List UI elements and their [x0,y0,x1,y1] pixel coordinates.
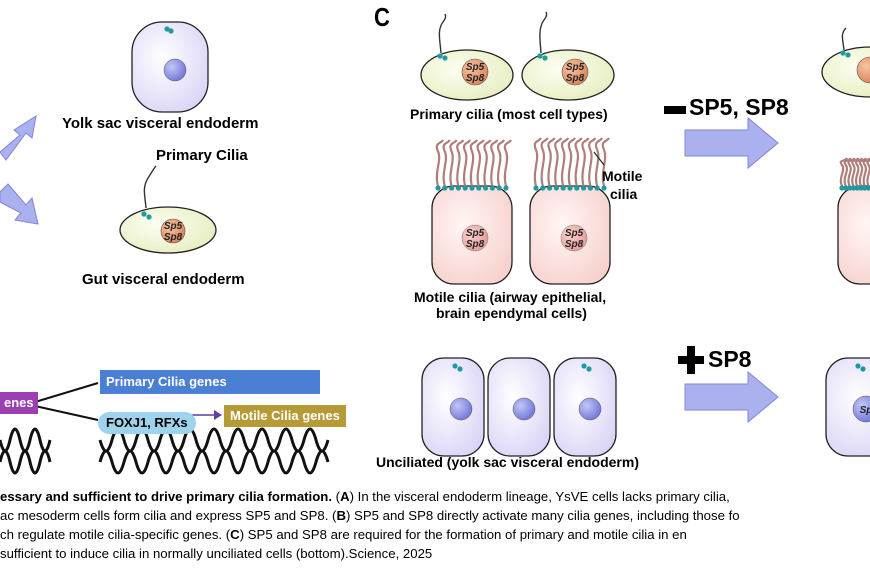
motile-cilium [444,140,450,186]
motile-cilium [464,140,470,186]
basal-body [483,185,488,190]
gut-nucleus-text-2: Sp8 [164,232,183,243]
arrow-minus [685,118,778,168]
result-nucleus-text: Sp [860,405,870,416]
motile-cilium [484,140,490,186]
primary-cell-2-text-2: Sp8 [566,73,585,84]
motile-cilia-bundle-1 [435,140,511,191]
motile-cilium [535,138,541,186]
arrow-to-gut [0,184,38,224]
basal-body [449,185,454,190]
primary-cell-2-text-1: Sp5 [566,62,585,73]
motile-cilium [569,138,575,186]
motile-cilium [437,140,443,186]
primary-cilium [144,166,156,208]
basal-body [540,185,545,190]
motile-caption-2: brain ependymal cells) [436,305,587,321]
motile-cilium [457,140,463,186]
motile-cell-2-text-2: Sp8 [565,239,584,250]
motile-cilia-bundle-2 [533,138,609,191]
minus-sign [664,106,686,114]
genes-box: enes [0,392,38,414]
basal-body [554,185,559,190]
basal-body [588,185,593,190]
motile-cilium [548,138,554,186]
motile-cilium [582,138,588,186]
basal-body [497,185,502,190]
motile-cilium [589,138,595,186]
basal-body [595,185,600,190]
foxj-rfx-box: FOXJ1, RFXs [98,412,196,434]
unciliated-caption: Unciliated (yolk sac visceral endoderm) [376,454,639,470]
basal-body [456,185,461,190]
panel-c-letter: C [374,2,390,33]
motile-caption-1: Motile cilia (airway epithelial, [414,289,606,305]
motile-cilium [471,140,477,186]
basal-body [581,185,586,190]
motile-cilia-bundle-3 [839,158,870,191]
motile-cilium [542,138,548,186]
dna-helix-left [0,429,50,451]
basal-body [469,185,474,190]
basal-body [574,185,579,190]
yolk-sac-nucleus [164,59,186,81]
plus-sign-v [687,346,695,374]
primary-cilia-label: Primary Cilia [156,147,248,164]
arrow-to-yolk [0,116,36,160]
basal-body [442,185,447,190]
basal-body [567,185,572,190]
plus-label: SP8 [708,346,751,373]
motile-cilia-genes-box: Motile Cilia genes [224,405,346,427]
basal-body [476,185,481,190]
motile-cilium [498,140,504,186]
motile-cilium [491,140,497,186]
basal-body [601,185,606,190]
basal-body [463,185,468,190]
arrow-plus [685,372,778,422]
figure-caption: essary and sufficient to drive primary c… [0,487,870,563]
motile-cilium [450,140,456,186]
primary-cilia-genes-box: Primary Cilia genes [100,370,320,394]
primary-cell-1-text-2: Sp8 [466,73,485,84]
basal-body [435,185,440,190]
motile-cilium [505,140,511,186]
minus-label: SP5, SP8 [689,94,789,121]
motile-cilium [576,138,582,186]
motile-cell-2-text-1: Sp5 [565,228,584,239]
caption-line-1: essary and sufficient to drive primary c… [0,487,870,506]
yolk-sac-label: Yolk sac visceral endoderm [62,115,259,132]
motile-cell-1-text-2: Sp8 [466,239,485,250]
caption-line-3: ch regulate motile cilia-specific genes.… [0,525,870,544]
gut-nucleus-text-1: Sp5 [164,221,183,232]
motile-cilium [555,138,561,186]
motile-cilia-label-2: cilia [610,186,637,202]
primary-cell-1-text-1: Sp5 [466,62,485,73]
motile-cell-1-text-1: Sp5 [466,228,485,239]
basal-body [503,185,508,190]
basal-body [561,185,566,190]
basal-body [490,185,495,190]
basal-body [533,185,538,190]
result-motile-cell [838,186,870,284]
basal-body [547,185,552,190]
motile-cilium [478,140,484,186]
caption-line-2: ac mesoderm cells form cilia and express… [0,506,870,525]
gut-label: Gut visceral endoderm [82,271,245,288]
primary-cilia-caption: Primary cilia (most cell types) [410,106,608,122]
caption-line-4: sufficient to induce cilia in normally u… [0,544,870,563]
motile-cilium [562,138,568,186]
motile-cilia-label-1: Motile [602,168,642,184]
